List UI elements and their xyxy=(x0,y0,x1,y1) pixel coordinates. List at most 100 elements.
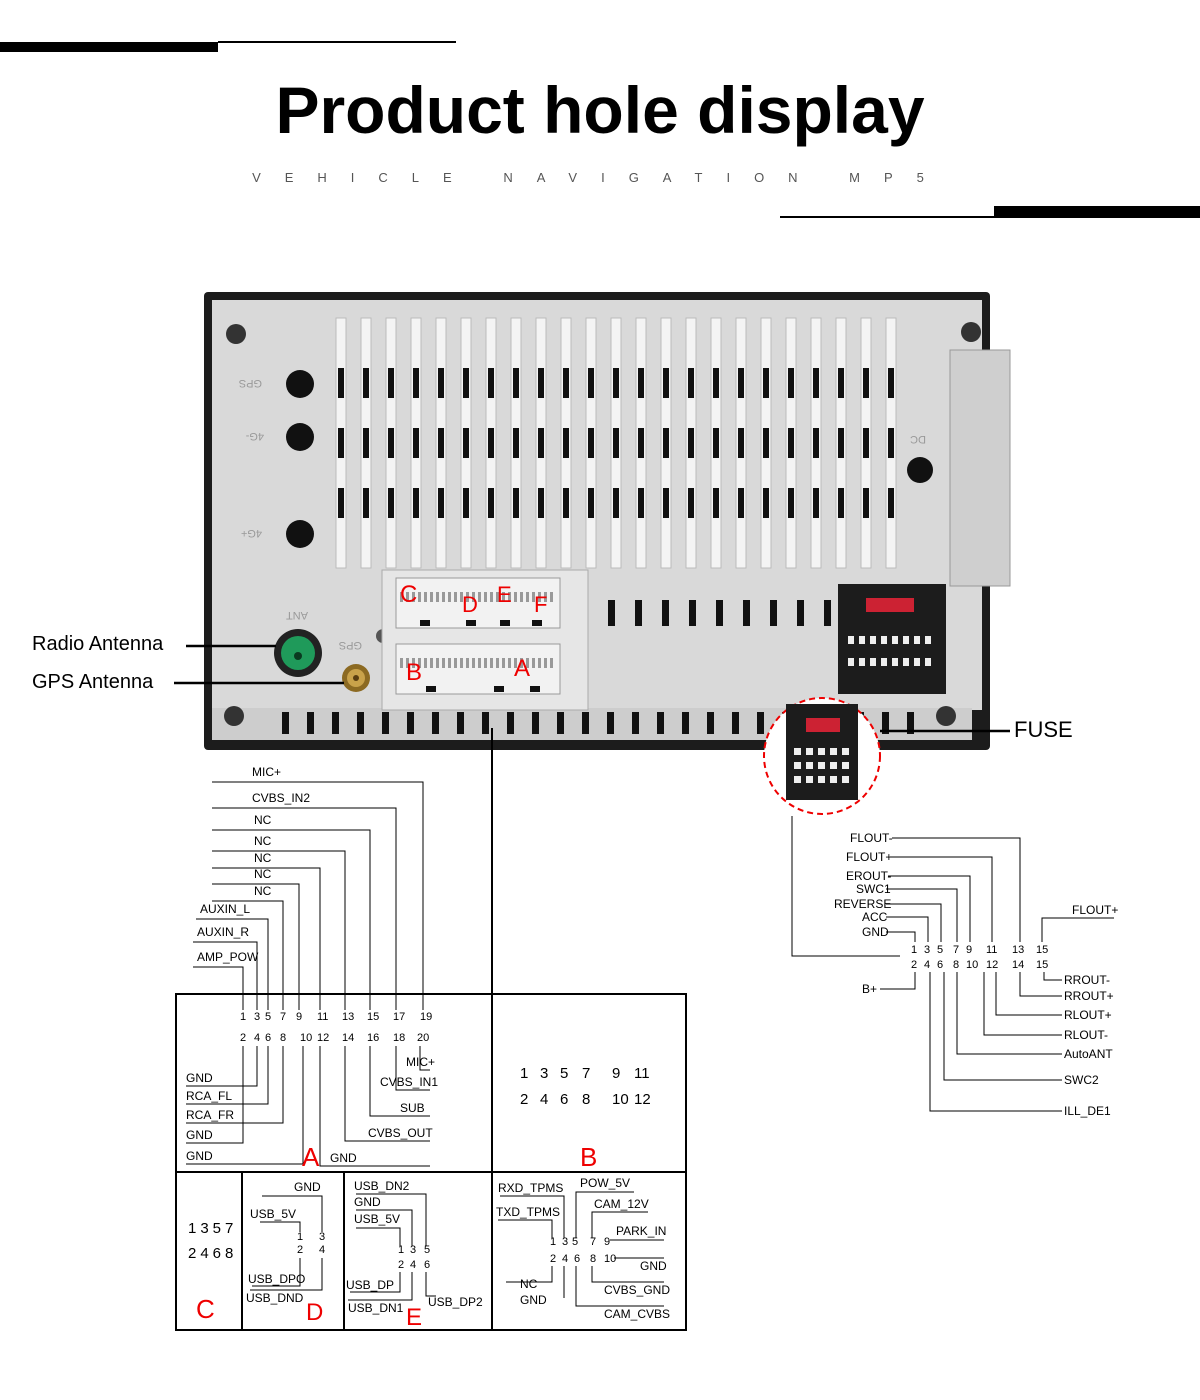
screw-icon xyxy=(224,706,244,726)
vent-slot xyxy=(863,488,869,518)
connector-pin xyxy=(514,592,517,602)
wire xyxy=(186,1046,269,1105)
signal-label: TXD_TPMS xyxy=(496,1205,560,1219)
vent-slot xyxy=(813,368,819,398)
wire xyxy=(888,875,971,942)
signal-label: FLOUT+ xyxy=(846,850,892,864)
silk-dc: DC xyxy=(910,433,926,445)
vent-slot xyxy=(713,428,719,458)
vent-slot xyxy=(563,488,569,518)
vent-slot xyxy=(513,428,519,458)
connector-label-f: F xyxy=(534,592,547,617)
vent-slot xyxy=(713,368,719,398)
pin-number: 2 xyxy=(911,959,917,971)
signal-label: GND xyxy=(862,925,889,939)
vent-slot xyxy=(813,428,819,458)
signal-label: B+ xyxy=(862,982,877,996)
vent-slot xyxy=(657,712,664,734)
signal-label: GND xyxy=(520,1293,547,1307)
pin-number: 8 xyxy=(590,1253,596,1265)
vent-slot xyxy=(888,428,894,458)
connector-pin xyxy=(496,592,499,602)
vent-slot xyxy=(588,428,594,458)
vent-slot xyxy=(363,428,369,458)
signal-label: RROUT+ xyxy=(1064,989,1114,1003)
pin-number: 3 xyxy=(924,944,930,956)
connector-pin xyxy=(454,658,457,668)
pin-number: 1 xyxy=(398,1244,404,1256)
pin-number: 10 xyxy=(966,959,978,971)
signal-label: POW_5V xyxy=(580,1176,630,1190)
wire xyxy=(193,941,258,1010)
power-pin xyxy=(870,658,876,666)
pin-number: 6 xyxy=(560,1091,568,1108)
connector-a-b xyxy=(395,643,561,695)
wire xyxy=(212,781,424,1010)
signal-label: USB_5V xyxy=(250,1207,296,1221)
vent-slot xyxy=(488,368,494,398)
vent-slot xyxy=(838,428,844,458)
signal-label: CVBS_OUT xyxy=(368,1126,433,1140)
vent-slot xyxy=(888,368,894,398)
pin-number: 9 xyxy=(604,1236,610,1248)
radio-antenna-label: Radio Antenna xyxy=(32,633,164,655)
vent-slot xyxy=(357,712,364,734)
pin-number: 9 xyxy=(612,1065,620,1082)
signal-label: GND xyxy=(186,1149,213,1163)
wire xyxy=(886,888,958,942)
pin-row: 1357 xyxy=(188,1220,237,1237)
vent-slot xyxy=(363,368,369,398)
vent-slot xyxy=(413,488,419,518)
connector-pin xyxy=(430,592,433,602)
power-pin xyxy=(859,636,865,644)
screw-icon xyxy=(226,324,246,344)
vent-slot xyxy=(613,428,619,458)
dc-hole xyxy=(907,457,933,483)
power-pin xyxy=(859,658,865,666)
vent-slot xyxy=(438,488,444,518)
vent-slot xyxy=(713,488,719,518)
gps-antenna-label: GPS Antenna xyxy=(32,671,154,693)
pin-number: 4 xyxy=(254,1032,260,1044)
connector-pin xyxy=(466,658,469,668)
pin-number: 14 xyxy=(342,1032,354,1044)
connector-pin xyxy=(490,592,493,602)
fuse-label: FUSE xyxy=(1014,717,1073,742)
pin-number: 2 xyxy=(297,1244,303,1256)
vent-slot xyxy=(882,712,889,734)
vent-slot xyxy=(663,428,669,458)
pin-number: 4 xyxy=(319,1244,325,1256)
vent-slot xyxy=(613,488,619,518)
vent-slot xyxy=(608,600,615,626)
wire xyxy=(350,1272,401,1293)
wire xyxy=(212,900,284,1010)
connector-pin xyxy=(538,592,541,602)
vent-slot xyxy=(863,428,869,458)
vent-slot xyxy=(438,368,444,398)
page-title: Product hole display xyxy=(275,73,925,147)
panel-b-letter: B xyxy=(580,1142,597,1172)
vent-slot xyxy=(432,712,439,734)
pin-row: 2468 xyxy=(188,1245,237,1262)
wire xyxy=(886,916,929,942)
pin-number: 2 xyxy=(520,1091,528,1108)
pin-number: 17 xyxy=(393,1011,405,1023)
connector-latch xyxy=(500,620,510,626)
vent-slot xyxy=(632,712,639,734)
signal-label: PARK_IN xyxy=(616,1224,666,1238)
power-pin xyxy=(842,762,849,769)
vent-slot xyxy=(663,488,669,518)
pin-number: 5 xyxy=(560,1065,568,1082)
pin-number: 12 xyxy=(986,959,998,971)
pin-number: 2 xyxy=(550,1253,556,1265)
power-pin xyxy=(925,658,931,666)
wire xyxy=(591,1266,664,1283)
vent-slot xyxy=(282,712,289,734)
pin-number: 1 xyxy=(911,944,917,956)
vent-slot xyxy=(388,488,394,518)
header-bar-left xyxy=(0,42,218,52)
wire xyxy=(196,918,269,1010)
vent-slot xyxy=(563,428,569,458)
connector-pin xyxy=(538,658,541,668)
pin-number: 2 xyxy=(398,1259,404,1271)
